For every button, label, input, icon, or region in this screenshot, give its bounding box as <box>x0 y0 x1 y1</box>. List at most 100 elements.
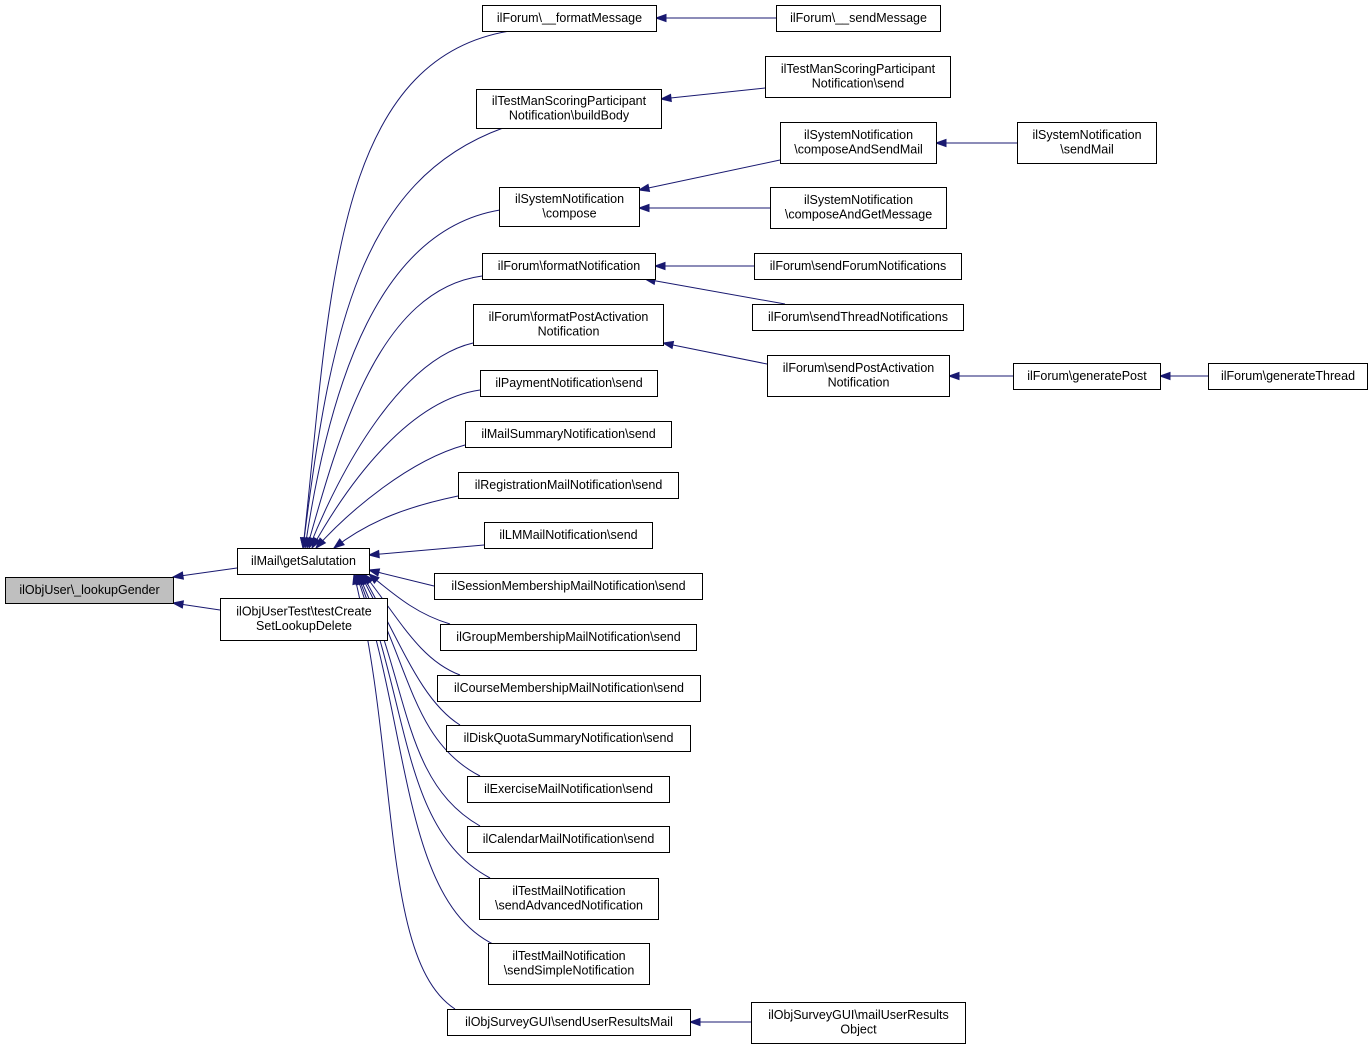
node-box <box>482 5 657 32</box>
edge-arrowhead <box>688 1017 701 1027</box>
node-layer: ilObjUser\_lookupGender ilMail\getSalutat… <box>5 5 1368 1044</box>
edge-line <box>368 573 451 625</box>
edge-arrowhead <box>311 536 321 550</box>
node-label: Notification <box>538 325 600 339</box>
node-sysCompose[interactable]: ilSystemNotification\compose <box>499 187 640 227</box>
node-label: Object <box>840 1023 877 1037</box>
node-label: ilRegistrationMailNotification\send <box>475 478 663 492</box>
node-sendMessage[interactable]: ilForum\__sendMessage <box>776 5 941 32</box>
node-course[interactable]: ilCourseMembershipMailNotification\send <box>437 675 701 702</box>
edge-arrowhead <box>171 571 184 580</box>
node-box <box>752 304 964 331</box>
edge-mailSummary-to-getSalutation <box>315 444 466 550</box>
node-box <box>1017 122 1157 164</box>
node-box <box>447 1009 691 1036</box>
node-label: Notification <box>828 376 890 390</box>
edge-arrowhead <box>947 371 960 381</box>
node-label: ilSessionMembershipMailNotification\send <box>451 579 685 593</box>
node-label: ilForum\formatNotification <box>498 259 640 273</box>
node-label: ilObjUser\_lookupGender <box>19 583 159 597</box>
node-label: ilForum\__formatMessage <box>497 11 642 25</box>
node-label: ilForum\__sendMessage <box>790 11 927 25</box>
edge-arrowhead <box>171 600 185 609</box>
node-box <box>237 548 370 575</box>
node-session[interactable]: ilSessionMembershipMailNotification\send <box>434 573 703 600</box>
edge-formatPostActivation-to-getSalutation <box>308 342 474 550</box>
node-sysComposeAndSend[interactable]: ilSystemNotification\composeAndSendMail <box>780 122 937 164</box>
node-sendForumNotifications[interactable]: ilForum\sendForumNotifications <box>754 253 962 280</box>
node-label: \compose <box>542 207 596 221</box>
edge-line <box>368 544 485 556</box>
edge-generatePost-to-sendPostActivation <box>947 371 1013 381</box>
node-group[interactable]: ilGroupMembershipMailNotification\send <box>440 624 697 651</box>
node-label: ilMailSummaryNotification\send <box>481 427 655 441</box>
edge-arrowhead <box>367 549 380 559</box>
edge-tmsSend-to-tmsBuildBody <box>659 87 766 103</box>
node-lm[interactable]: ilLMMailNotification\send <box>484 522 653 549</box>
node-label: \sendSimpleNotification <box>504 964 635 978</box>
node-registration[interactable]: ilRegistrationMailNotification\send <box>458 472 679 499</box>
node-calendar[interactable]: ilCalendarMailNotification\send <box>467 826 670 853</box>
node-tmsBuildBody[interactable]: ilTestManScoringParticipantNotification\… <box>476 89 662 129</box>
node-box <box>767 355 950 397</box>
node-mailSummary[interactable]: ilMailSummaryNotification\send <box>465 421 672 448</box>
node-label: ilForum\generatePost <box>1027 369 1147 383</box>
node-formatMessage[interactable]: ilForum\__formatMessage <box>482 5 657 32</box>
node-testSimple[interactable]: ilTestMailNotification\sendSimpleNotific… <box>488 943 650 985</box>
node-box <box>220 598 388 641</box>
edge-line <box>361 573 461 726</box>
node-sysComposeAndGet[interactable]: ilSystemNotification\composeAndGetMessag… <box>770 187 947 229</box>
node-label: \sendAdvancedNotification <box>495 899 643 913</box>
node-sysSendMail[interactable]: ilSystemNotification\sendMail <box>1017 122 1157 164</box>
node-label: ilForum\formatPostActivation <box>489 310 649 324</box>
edge-line <box>638 159 781 191</box>
node-generatePost[interactable]: ilForum\generatePost <box>1013 363 1161 390</box>
node-label: ilForum\sendPostActivation <box>783 361 935 375</box>
node-label: ilObjSurveyGUI\mailUserResults <box>768 1008 949 1022</box>
node-label: ilDiskQuotaSummaryNotification\send <box>464 731 674 745</box>
node-diskQuota[interactable]: ilDiskQuotaSummaryNotification\send <box>446 725 691 752</box>
node-formatNotification[interactable]: ilForum\formatNotification <box>482 253 656 280</box>
node-testAdvanced[interactable]: ilTestMailNotification\sendAdvancedNotif… <box>479 878 659 920</box>
node-label: ilObjUserTest\testCreate <box>236 605 372 619</box>
node-box <box>446 725 691 752</box>
edge-line <box>353 573 456 1010</box>
node-box <box>770 187 947 229</box>
edge-lm-to-getSalutation <box>367 544 485 559</box>
node-lookupGender[interactable]: ilObjUser\_lookupGender <box>5 577 174 604</box>
node-box <box>754 253 962 280</box>
edge-sendMessage-to-formatMessage <box>654 13 776 23</box>
edge-arrowhead <box>637 183 651 193</box>
edge-arrowhead <box>661 340 675 350</box>
node-surveySend[interactable]: ilObjSurveyGUI\sendUserResultsMail <box>447 1009 691 1036</box>
edge-layer <box>171 13 1208 1027</box>
edge-line <box>662 342 768 365</box>
node-sendThreadNotifications[interactable]: ilForum\sendThreadNotifications <box>752 304 964 331</box>
edge-line <box>302 127 504 549</box>
node-label: SetLookupDelete <box>256 619 352 633</box>
node-tmsSend[interactable]: ilTestManScoringParticipantNotification\… <box>765 56 951 98</box>
node-box <box>482 253 656 280</box>
edge-line <box>644 278 786 305</box>
node-getSalutation[interactable]: ilMail\getSalutation <box>237 548 370 575</box>
node-box <box>765 56 951 98</box>
edge-sysSendMail-to-sysComposeAndSend <box>934 138 1017 148</box>
edge-session-to-getSalutation <box>367 568 435 587</box>
node-box <box>776 5 941 32</box>
node-box <box>476 89 662 129</box>
node-exercise[interactable]: ilExerciseMailNotification\send <box>467 776 670 803</box>
node-box <box>484 522 653 549</box>
node-box <box>480 370 658 397</box>
node-box <box>1013 363 1161 390</box>
node-generateThread[interactable]: ilForum\generateThread <box>1208 363 1368 390</box>
edge-line <box>308 342 474 549</box>
edge-arrowhead <box>352 572 361 586</box>
node-payment[interactable]: ilPaymentNotification\send <box>480 370 658 397</box>
node-box <box>5 577 174 604</box>
edge-line <box>363 573 461 676</box>
edge-sendForumNotifications-to-formatNotification <box>653 261 754 271</box>
